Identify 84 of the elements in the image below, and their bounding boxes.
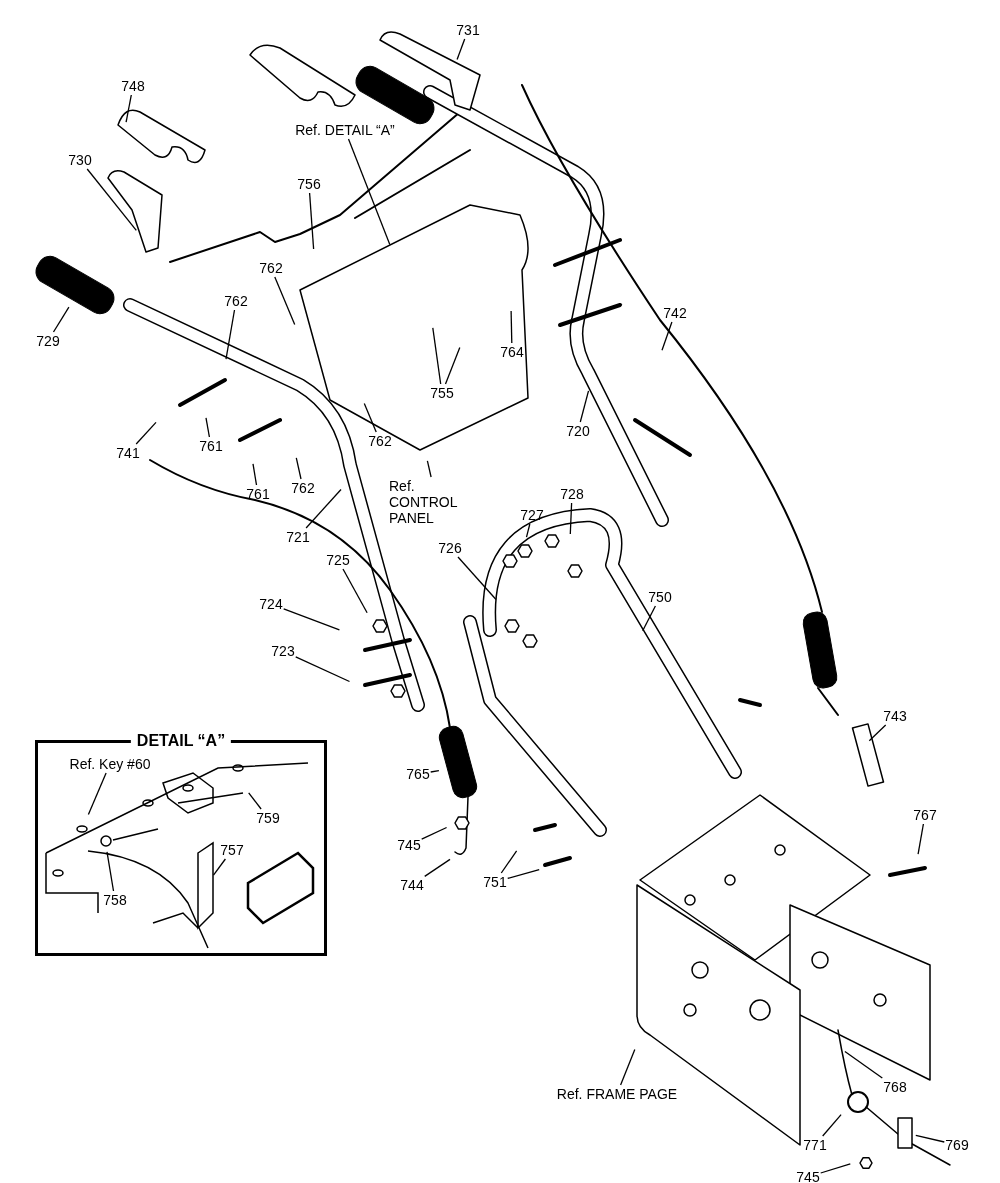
- callout-number: 745: [397, 837, 421, 853]
- leader-line: [432, 327, 442, 385]
- callout-number: 723: [271, 643, 295, 659]
- leader-line: [106, 851, 115, 892]
- callout-number: 729: [36, 333, 60, 349]
- leader-line: [820, 1163, 851, 1174]
- leader-line: [135, 421, 157, 445]
- callout-number: 720: [566, 423, 590, 439]
- callout-number: 761: [246, 486, 270, 502]
- leader-line: [868, 724, 887, 742]
- callout-number: 762: [259, 260, 283, 276]
- callout-number: 725: [326, 552, 350, 568]
- leader-line: [87, 772, 107, 816]
- callout-number: 748: [121, 78, 145, 94]
- leader-line: [363, 402, 377, 433]
- leader-line: [444, 346, 461, 385]
- leader-line: [507, 868, 540, 880]
- callout-number: 764: [500, 344, 524, 360]
- leader-line: [347, 138, 391, 246]
- leader-line: [421, 826, 448, 840]
- leader-line: [915, 1134, 945, 1143]
- leader-line: [510, 310, 513, 344]
- leader-line: [619, 1048, 636, 1086]
- callout-number: 745: [796, 1169, 820, 1183]
- callout-number: 758: [103, 892, 127, 908]
- callout-number: 757: [220, 842, 244, 858]
- leader-line: [248, 792, 262, 810]
- callout-number: 721: [286, 529, 310, 545]
- leader-line: [52, 306, 70, 333]
- leader-line: [125, 94, 132, 123]
- leader-line: [917, 823, 925, 855]
- callout-number: 751: [483, 874, 507, 890]
- leader-line: [274, 276, 296, 326]
- leader-line: [579, 390, 590, 423]
- callout-number: 727: [520, 507, 544, 523]
- leader-line: [426, 460, 432, 478]
- reference-note: Ref. DETAIL “A”: [295, 122, 395, 138]
- callout-number: 730: [68, 152, 92, 168]
- reference-note: Ref. CONTROL PANEL: [389, 478, 485, 526]
- callout-number: 768: [883, 1079, 907, 1095]
- leader-line: [295, 656, 351, 683]
- leader-line: [212, 858, 227, 876]
- leader-line: [430, 770, 440, 773]
- leader-line: [305, 488, 342, 529]
- leader-line: [342, 568, 368, 614]
- leader-line: [295, 457, 302, 480]
- callout-number: 742: [663, 305, 687, 321]
- callout-number: 755: [430, 385, 454, 401]
- leader-line: [569, 502, 573, 535]
- callout-number: 762: [368, 433, 392, 449]
- callout-number: 728: [560, 486, 584, 502]
- leader-line: [308, 192, 315, 250]
- callout-number: 761: [199, 438, 223, 454]
- leader-line: [225, 309, 236, 360]
- callout-number: 744: [400, 877, 424, 893]
- callout-number: 767: [913, 807, 937, 823]
- leader-line: [844, 1050, 883, 1079]
- leader-line: [822, 1113, 842, 1137]
- reference-note: Ref. FRAME PAGE: [556, 1086, 678, 1102]
- callout-number: 731: [456, 22, 480, 38]
- callout-number: 759: [256, 810, 280, 826]
- leader-line: [86, 168, 137, 231]
- callout-number: 741: [116, 445, 140, 461]
- callout-number: 762: [224, 293, 248, 309]
- leader-line: [424, 858, 451, 878]
- callout-number: 765: [406, 766, 430, 782]
- callout-number: 762: [291, 480, 315, 496]
- leader-line: [283, 608, 341, 631]
- callout-number: 743: [883, 708, 907, 724]
- reference-note: Ref. Key #60: [69, 756, 151, 772]
- callout-number: 771: [803, 1137, 827, 1153]
- leader-line: [661, 321, 673, 351]
- callout-number: 756: [297, 176, 321, 192]
- leader-line: [205, 417, 211, 438]
- leader-line: [252, 463, 258, 486]
- callout-number: 726: [438, 540, 462, 556]
- leader-line: [642, 605, 657, 632]
- callout-number: 724: [259, 596, 283, 612]
- leader-line: [456, 38, 466, 61]
- callout-number: 769: [945, 1137, 969, 1153]
- leader-line: [525, 523, 531, 538]
- callout-number: 750: [648, 589, 672, 605]
- leader-line: [500, 850, 518, 874]
- leader-line: [457, 556, 497, 601]
